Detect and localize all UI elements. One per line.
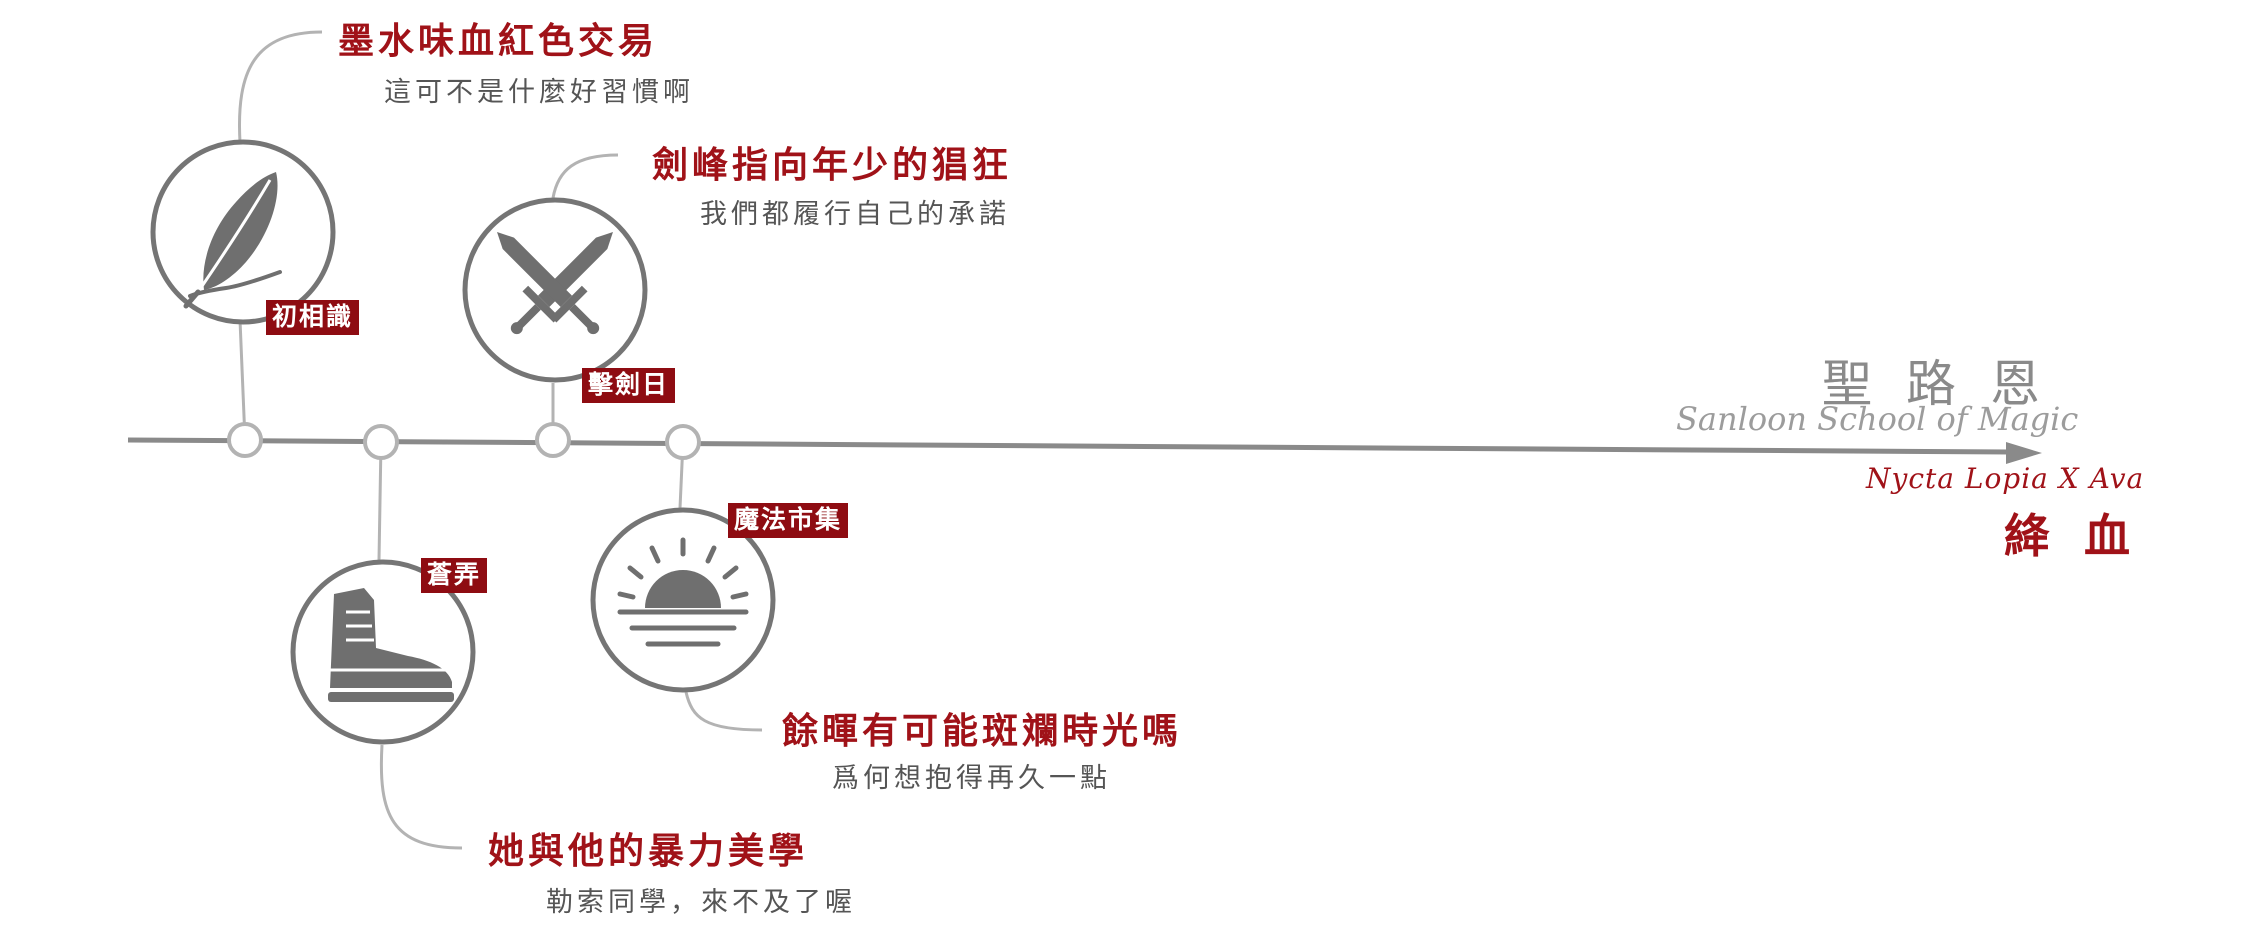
event-title-1: 墨水味血紅色交易 (338, 20, 659, 62)
crossed-swords-icon (497, 232, 613, 335)
couple-name-cn: 絳血 (2004, 509, 2164, 563)
feather-quill-icon (183, 172, 282, 309)
event-subtitle-4: 爲何想抱得再久一點 (832, 763, 1111, 794)
event-title-4: 餘暉有可能斑斕時光嗎 (782, 710, 1183, 752)
event-icon-circle-2 (290, 559, 476, 745)
event-subtitle-2: 勒索同學，來不及了喔 (546, 887, 856, 918)
timeline-node-3[interactable] (535, 422, 571, 458)
timeline-node-2[interactable] (363, 424, 399, 460)
event-tag-1: 初相識 (266, 300, 360, 335)
event-tag-4: 魔法市集 (728, 503, 849, 538)
event-title-2: 她與他的暴力美學 (488, 830, 809, 872)
event-icon-circle-3 (462, 197, 648, 383)
event-icon-circle-1 (150, 139, 336, 325)
brand-name-cn: 聖路恩 (1822, 355, 2074, 413)
boot-icon (328, 588, 454, 702)
event-subtitle-3: 我們都履行自己的承諾 (700, 199, 1010, 230)
event-tag-2: 蒼弄 (421, 558, 488, 593)
event-title-3: 劍峰指向年少的猖狂 (652, 144, 1013, 186)
timeline-axis (127, 437, 2011, 455)
event-subtitle-1: 這可不是什麼好習慣啊 (384, 77, 694, 108)
couple-names-en: Nycta Lopia X Ava (1866, 462, 2145, 495)
timeline-arrowhead (2006, 442, 2042, 464)
timeline-node-4[interactable] (665, 424, 701, 460)
connector-1 (238, 30, 323, 441)
brand-name-en: Sanloon School of Magic (1676, 400, 2079, 438)
event-tag-3: 擊劍日 (582, 368, 676, 403)
sunset-icon (617, 537, 749, 647)
connector-2 (377, 441, 463, 850)
timeline-node-1[interactable] (227, 422, 263, 458)
event-icon-circle-4 (590, 507, 776, 693)
